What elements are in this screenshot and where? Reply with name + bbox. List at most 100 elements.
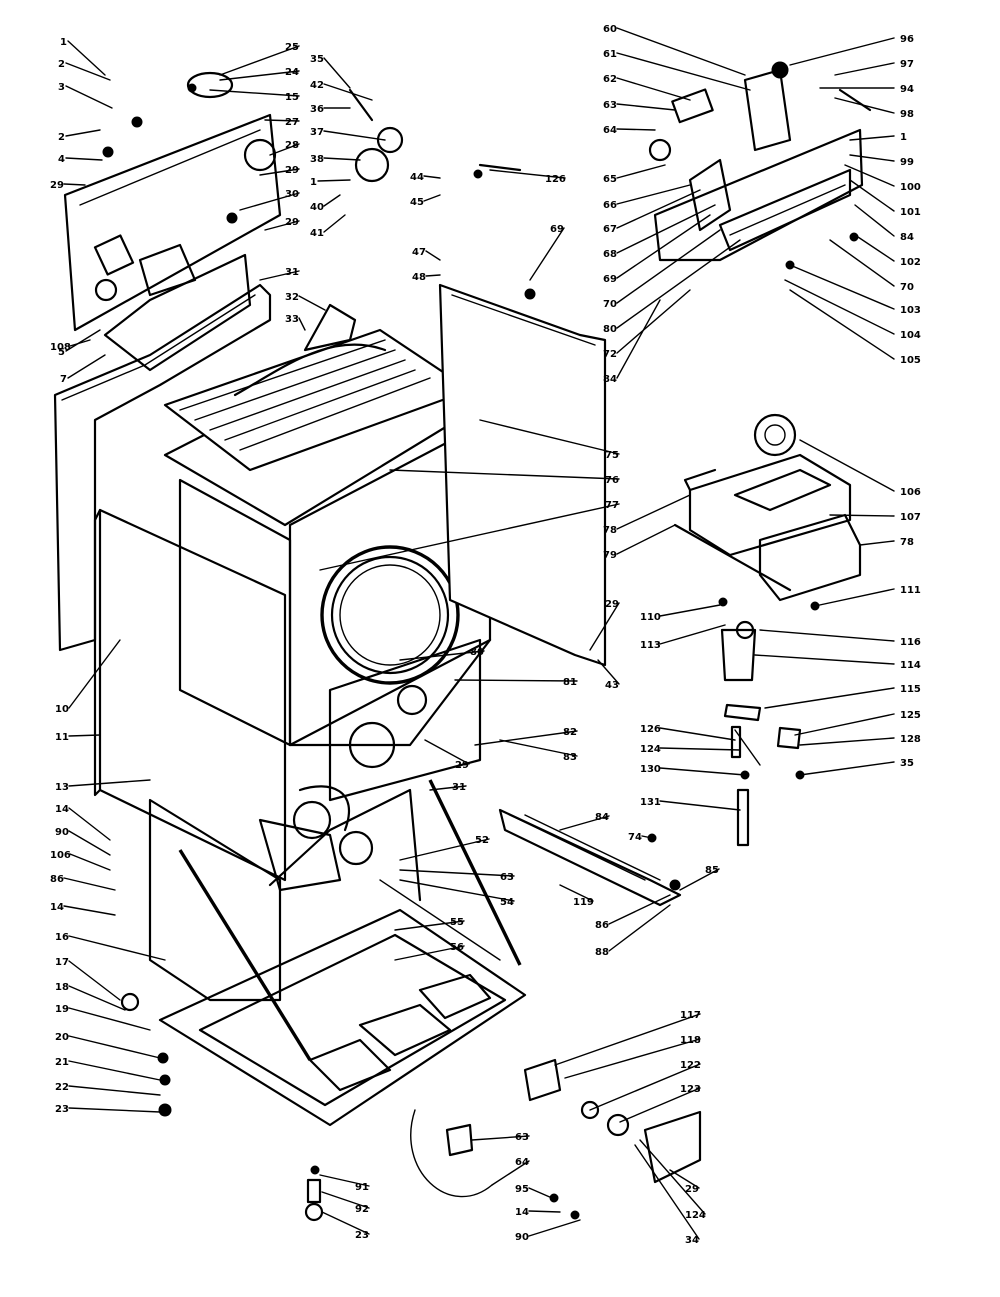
- callout-label: 80: [470, 647, 484, 658]
- callout-label: 31: [452, 782, 466, 793]
- callout-leader: [68, 1060, 161, 1081]
- callout-111: 111: [814, 585, 921, 607]
- callout-leader: [264, 119, 300, 122]
- callout-leader: [616, 103, 676, 111]
- callout-label: 110: [640, 612, 661, 623]
- callout-30: 30: [239, 189, 300, 211]
- callout-label: 56: [450, 942, 464, 953]
- callout-label: 33: [285, 314, 299, 325]
- callout-16: 16: [55, 932, 166, 961]
- callout-label: 48: [412, 272, 426, 283]
- callout-leader: [389, 469, 620, 480]
- callout-77: 77: [319, 500, 620, 571]
- callout-label: 123: [680, 1084, 701, 1095]
- callout-70: 70: [603, 229, 721, 310]
- callout-1: 1: [849, 132, 907, 143]
- callout-label: 106: [900, 487, 921, 498]
- callout-leader: [616, 128, 656, 131]
- callout-84: 84: [854, 204, 914, 243]
- callout-115: 115: [764, 684, 921, 709]
- callout-label: 36: [310, 104, 324, 115]
- callout-44: 44: [410, 172, 441, 183]
- callout-label: 34: [685, 1235, 699, 1246]
- callout-65: 65: [603, 164, 666, 185]
- callout-leader: [399, 838, 490, 861]
- callout-131: 131: [640, 797, 741, 811]
- callout-29: 29: [264, 217, 300, 231]
- callout-90: 90: [515, 1219, 581, 1243]
- callout-leader: [616, 184, 691, 205]
- callout-leader: [659, 604, 721, 617]
- callout-leader: [789, 264, 895, 310]
- callout-7: 7: [60, 354, 106, 385]
- callout-62: 62: [603, 74, 691, 101]
- callout-45: 45: [410, 194, 441, 208]
- callout-103: 103: [789, 264, 921, 316]
- callout-14: 14: [50, 902, 116, 916]
- callout-leader: [68, 985, 126, 1011]
- callout-label: 20: [55, 1032, 69, 1043]
- callout-label: 55: [450, 917, 464, 928]
- callout-31: 31: [259, 267, 300, 281]
- callout-29: 29: [50, 180, 86, 191]
- callout-leader: [423, 175, 441, 179]
- callout-label: 91: [355, 1182, 369, 1193]
- callout-14: 14: [515, 1207, 561, 1218]
- callout-label: 16: [55, 932, 69, 943]
- callout-64: 64: [603, 125, 656, 136]
- callout-label: 52: [475, 835, 489, 846]
- callout-label: 29: [605, 599, 619, 610]
- callout-label: 78: [900, 537, 914, 548]
- callout-leader: [784, 279, 895, 335]
- callout-114: 114: [754, 654, 921, 671]
- callout-leader: [528, 1210, 561, 1213]
- callout-leader: [616, 164, 666, 179]
- callout-label: 101: [900, 207, 921, 218]
- callout-leader: [317, 179, 351, 182]
- cabinet-assembly: [53, 283, 607, 1127]
- callout-17: 17: [55, 957, 121, 1001]
- callout-leader: [269, 143, 300, 156]
- callout-leader: [829, 239, 895, 287]
- callout-leader: [814, 588, 895, 607]
- callout-leader: [616, 204, 716, 254]
- callout-leader: [399, 650, 485, 661]
- callout-75: 75: [479, 419, 620, 461]
- callout-label: 77: [605, 500, 619, 511]
- callout-94: 94: [819, 84, 914, 95]
- callout-label: 29: [455, 760, 469, 771]
- callout-leader: [323, 130, 386, 141]
- callout-leader: [399, 879, 515, 902]
- callout-18: 18: [55, 982, 126, 1011]
- callout-label: 28: [285, 140, 299, 151]
- callout-leader: [471, 1135, 530, 1141]
- callout-label: 70: [900, 282, 914, 293]
- callout-leader: [259, 270, 300, 281]
- callout-74: 74: [628, 832, 653, 843]
- callout-124: 124: [639, 1139, 706, 1221]
- callout-leader: [425, 250, 441, 261]
- callout-label: 68: [603, 249, 617, 260]
- callout-32: 32: [285, 292, 326, 311]
- callout-label: 72: [603, 349, 617, 360]
- callout-leader: [65, 329, 101, 352]
- callout-label: 69: [603, 274, 617, 285]
- callout-label: 130: [640, 764, 661, 775]
- callout-21: 21: [55, 1057, 161, 1081]
- callout-106: 106: [799, 439, 921, 498]
- callout-label: 126: [640, 724, 661, 735]
- callout-leader: [219, 70, 300, 81]
- callout-label: 75: [605, 450, 619, 461]
- callout-label: 14: [55, 804, 69, 815]
- callout-31: 31: [429, 782, 467, 793]
- callout-35: 35: [799, 758, 914, 776]
- callout-119: 119: [559, 884, 594, 908]
- callout-label: 64: [515, 1157, 529, 1168]
- callout-24: 24: [219, 67, 300, 81]
- callout-123: 123: [619, 1084, 701, 1123]
- callout-84: 84: [603, 299, 661, 385]
- callout-83: 83: [499, 739, 578, 763]
- callout-leader: [67, 40, 106, 76]
- callout-29: 29: [259, 165, 300, 176]
- callout-label: 14: [50, 902, 64, 913]
